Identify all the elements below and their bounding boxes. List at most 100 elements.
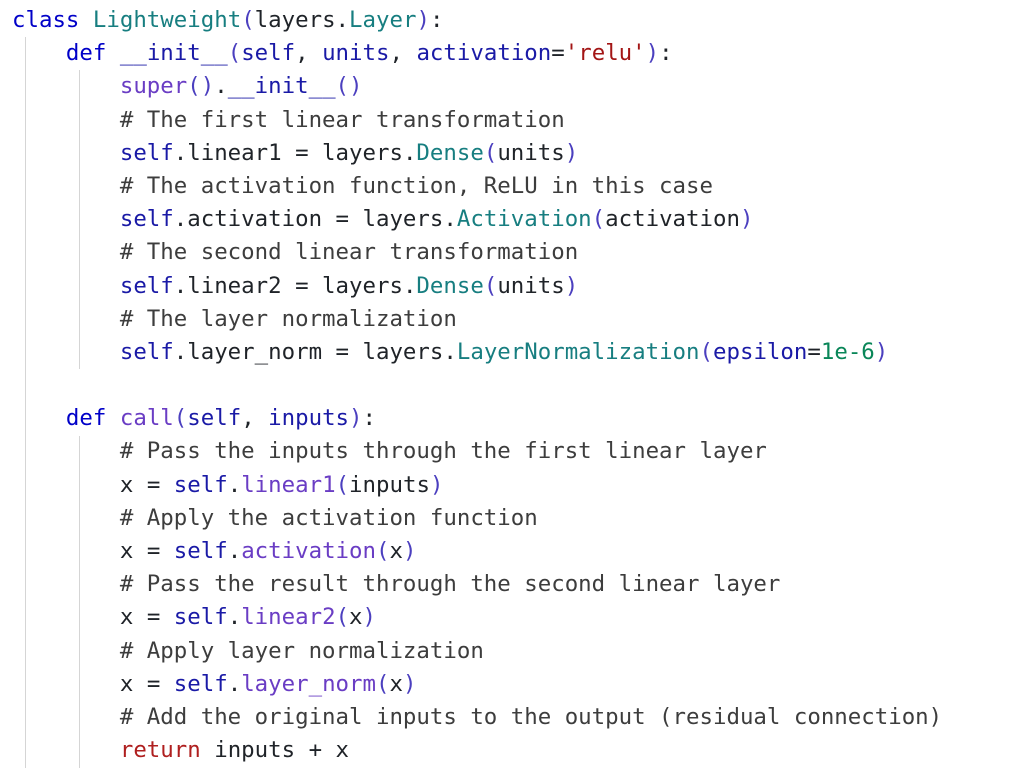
code-token-paren: ) [874, 338, 889, 365]
code-line: self.layer_norm = layers.LayerNormalizat… [12, 336, 1017, 369]
code-token-plain: layers. [308, 272, 417, 299]
code-token-paren: ) [402, 538, 417, 564]
code-line: # The activation function, ReLU in this … [12, 170, 1017, 203]
code-token-string: 'relu' [564, 40, 646, 67]
code-token-keyword: class [12, 7, 80, 33]
code-line: x = self.activation(x) [12, 535, 1017, 568]
code-token-keyword: def [65, 405, 107, 432]
indent-guide [25, 37, 27, 768]
code-token-op: = [146, 670, 161, 697]
code-token-comment: # Apply the activation function [119, 504, 538, 531]
code-token-func: activation [241, 538, 376, 564]
code-token-control: return [119, 737, 201, 764]
code-token-paren: ) [349, 405, 363, 432]
code-token-op: = [146, 538, 161, 564]
code-token-paren: ( [376, 670, 390, 697]
code-token-paren: ) [429, 471, 444, 498]
line-indent [12, 638, 120, 664]
code-token-op: = [551, 40, 565, 67]
code-token-plain: .layer_norm [173, 338, 336, 365]
line-indent [12, 173, 120, 199]
code-line: self.linear2 = layers.Dense(units) [12, 270, 1017, 303]
code-token-plain: layers. [349, 338, 457, 365]
code-token-plain: . [227, 604, 242, 631]
line-indent [12, 671, 120, 697]
code-token-keyword: def [65, 40, 107, 67]
code-token-paren: ( [699, 338, 713, 365]
code-line: self.linear1 = layers.Dense(units) [12, 137, 1017, 170]
code-token-param: self [119, 338, 174, 365]
code-token-plain: .linear2 [173, 272, 296, 299]
code-token-param: inputs [268, 405, 350, 432]
code-token-op: = [146, 471, 161, 498]
line-indent [12, 571, 120, 597]
code-token-plain: inputs [349, 471, 430, 498]
code-token-plain: . [227, 538, 242, 564]
code-token-param: self [187, 405, 242, 432]
indent-guide [79, 435, 81, 768]
line-indent [12, 239, 120, 265]
line-indent [12, 405, 66, 431]
code-token-plain: .activation [173, 206, 336, 233]
code-token-plain: x [349, 604, 363, 631]
code-token-paren: ( [241, 7, 255, 33]
code-token-class: Layer [349, 7, 417, 33]
code-token-plain: units [497, 139, 565, 166]
code-token-func: layer_norm [241, 670, 376, 697]
line-indent [12, 604, 120, 630]
code-token-plain [79, 7, 92, 33]
code-token-plain [106, 405, 119, 431]
code-token-comment: # Pass the inputs through the first line… [119, 438, 767, 465]
code-token-plain: layers. [308, 139, 417, 166]
code-token-plain: : [429, 7, 444, 33]
code-token-plain: x [119, 538, 147, 564]
code-token-plain: layers. [349, 206, 457, 233]
code-token-class: Lightweight [92, 7, 242, 33]
code-editor[interactable]: class Lightweight(layers.Layer): def __i… [12, 4, 1017, 768]
code-token-plain: : [362, 405, 377, 432]
code-line: # The first linear transformation [12, 104, 1017, 137]
code-token-paren: ) [739, 206, 754, 233]
code-line: # Apply the activation function [12, 502, 1017, 535]
code-token-param: units [322, 40, 390, 67]
code-token-paren: ( [173, 405, 188, 432]
indent-guide [79, 70, 81, 370]
line-indent [12, 40, 66, 66]
code-line: class Lightweight(layers.Layer): [12, 4, 1017, 37]
code-token-plain: . [227, 471, 242, 498]
code-token-plain: inputs [200, 737, 309, 764]
code-line: # The second linear transformation [12, 236, 1017, 269]
code-token-paren: ( [335, 471, 350, 498]
code-token-paren: () [335, 73, 363, 100]
code-line: def __init__(self, units, activation='re… [12, 37, 1017, 70]
code-token-comment: # The first linear transformation [119, 106, 565, 133]
code-token-param: activation [416, 40, 552, 67]
code-token-paren: ( [483, 272, 498, 299]
code-token-dunder: __init__ [227, 73, 336, 100]
code-token-paren: ) [402, 670, 417, 697]
line-indent [12, 206, 120, 232]
line-indent [12, 339, 120, 365]
line-indent [12, 73, 120, 99]
code-token-plain: .linear1 [173, 139, 296, 166]
line-indent [12, 438, 120, 464]
code-token-plain: x [389, 538, 403, 564]
code-token-op: = [807, 338, 821, 365]
code-token-op: = [335, 338, 350, 365]
code-token-func: super [119, 73, 188, 100]
code-token-param: self [173, 471, 228, 498]
line-indent [12, 472, 120, 498]
code-token-plain: x [119, 471, 147, 498]
code-token-plain: , [389, 40, 417, 67]
code-line: def call(self, inputs): [12, 402, 1017, 435]
line-indent [12, 538, 120, 564]
code-token-comment: # The activation function, ReLU in this … [119, 172, 713, 199]
code-token-param: self [173, 538, 228, 564]
line-indent [12, 306, 120, 332]
code-token-number: 1e-6 [820, 338, 875, 365]
code-line [12, 369, 1017, 402]
code-token-plain: : [659, 40, 673, 67]
code-token-paren: ) [362, 604, 377, 631]
line-indent [12, 107, 120, 133]
code-token-paren: ( [591, 206, 606, 233]
